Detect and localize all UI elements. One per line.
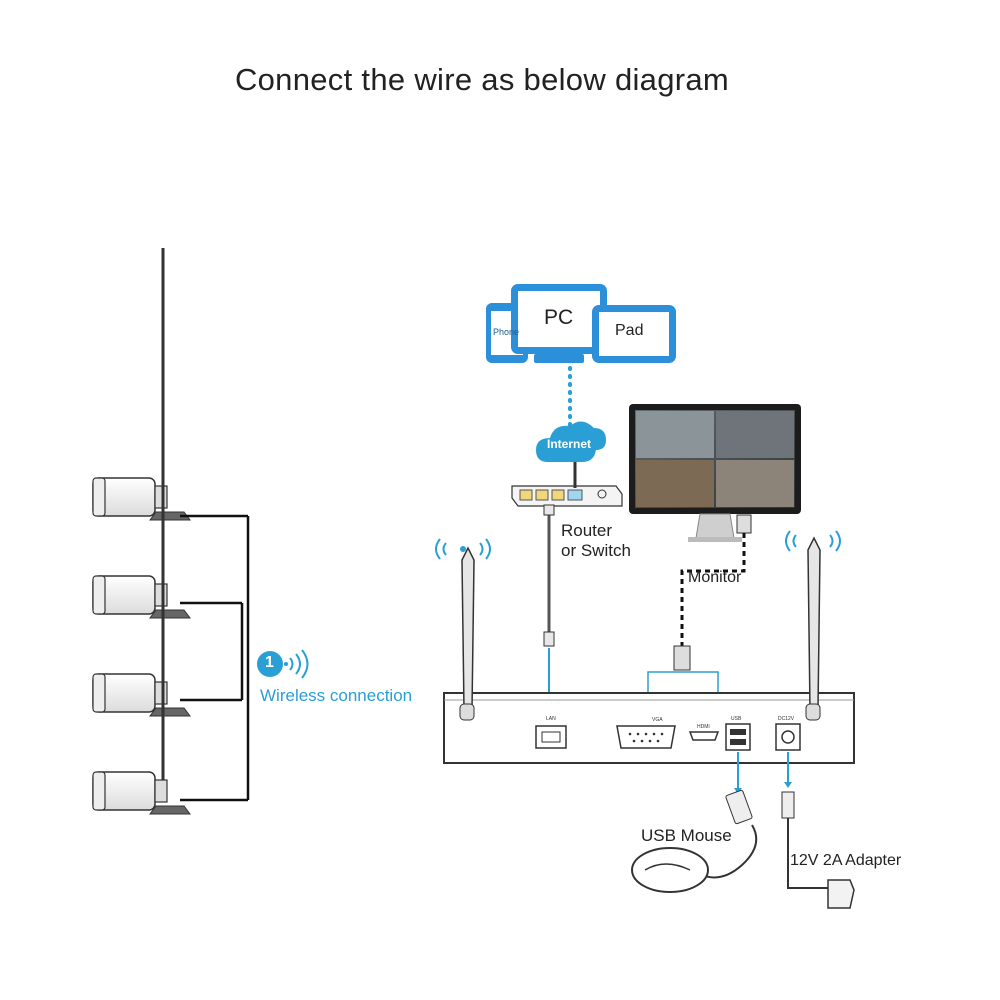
pad-label: Pad <box>615 322 644 339</box>
port-lan-label: LAN <box>546 716 556 722</box>
router-label-line2: or Switch <box>561 541 631 560</box>
power-cable <box>781 752 855 909</box>
adapter-label: 12V 2A Adapter <box>790 852 902 869</box>
internet-cloud <box>536 421 606 462</box>
monitor-device <box>629 404 801 542</box>
phone-label: Phone <box>493 327 520 337</box>
monitor-cable <box>647 514 752 720</box>
wireless-connection-label: Wireless connection <box>260 686 413 705</box>
camera-2 <box>92 346 191 619</box>
port-power-label: DC12V <box>778 716 795 722</box>
devices-group <box>486 284 676 363</box>
router-switch <box>511 485 623 507</box>
wifi-signal-right <box>785 530 841 552</box>
internet-label: Internet <box>547 437 592 451</box>
nvr-box <box>443 536 855 764</box>
camera-4 <box>92 542 191 815</box>
monitor-label: Monitor <box>688 569 742 586</box>
usb-mouse-label: USB Mouse <box>641 826 732 845</box>
camera-1 <box>92 248 191 521</box>
port-usb-label: USB <box>731 716 742 722</box>
port-hdmi-label: HDMI <box>697 724 710 730</box>
diagram-title: Connect the wire as below diagram <box>234 62 730 97</box>
wireless-badge-number: 1 <box>265 654 274 671</box>
router-label-line1: Router <box>561 521 613 540</box>
wireless-badge <box>257 649 309 679</box>
lan-cable <box>543 504 555 718</box>
usb-mouse-cable <box>631 752 758 893</box>
camera-bus-lines <box>180 514 250 802</box>
port-vga-label: VGA <box>652 717 663 723</box>
pc-label: PC <box>544 306 574 329</box>
wifi-signal-left <box>435 538 491 560</box>
